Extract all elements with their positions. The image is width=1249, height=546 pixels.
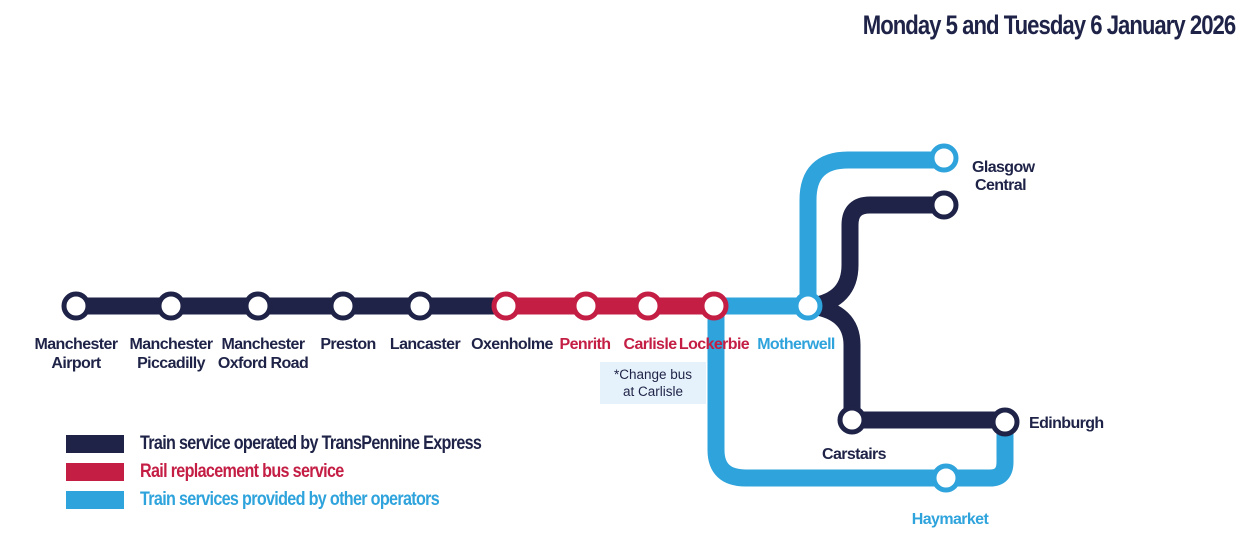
station-marker-carstairs: [837, 405, 867, 435]
station-label-edinburgh: Edinburgh: [1029, 415, 1104, 432]
station-label-oxenholme: Oxenholme: [471, 336, 553, 353]
line-other-glasgow: [799, 151, 944, 306]
legend-item-bus: Rail replacement bus service: [66, 458, 541, 486]
station-marker-lockerbie: [699, 291, 729, 321]
station-marker-manchester-airport: [61, 291, 91, 321]
legend-swatch-tpe: [66, 435, 124, 453]
legend-item-other: Train services provided by other operato…: [66, 486, 541, 514]
legend-label-tpe: Train service operated by TransPennine E…: [140, 433, 482, 454]
line-tpe-glasgow: [810, 196, 944, 315]
legend-item-tpe: Train service operated by TransPennine E…: [66, 430, 541, 458]
station-label-motherwell: Motherwell: [757, 336, 835, 353]
legend: Train service operated by TransPennine E…: [66, 430, 541, 514]
station-label-carlisle: Carlisle: [623, 336, 677, 353]
change-bus-note: *Change bus at Carlisle: [600, 362, 706, 404]
station-marker-motherwell: [793, 291, 823, 321]
station-label-penrith: Penrith: [560, 336, 611, 353]
legend-label-other: Train services provided by other operato…: [140, 489, 440, 510]
note-line-2: at Carlisle: [622, 384, 684, 399]
station-marker-glasgow-central-tpe: [929, 190, 959, 220]
station-label-lancaster: Lancaster: [390, 336, 461, 353]
station-marker-haymarket: [931, 463, 961, 493]
station-marker-manchester-piccadilly: [156, 291, 186, 321]
station-marker-preston: [328, 291, 358, 321]
station-marker-manchester-oxford-road: [243, 291, 273, 321]
note-line-1: *Change bus: [613, 367, 693, 382]
legend-swatch-bus: [66, 463, 124, 481]
station-label-preston: Preston: [320, 336, 375, 353]
station-marker-lancaster: [405, 291, 435, 321]
page-title: Monday 5 and Tuesday 6 January 2026: [862, 10, 1236, 40]
station-marker-glasgow-central-other: [929, 143, 959, 173]
station-label-lockerbie: Lockerbie: [679, 336, 750, 353]
line-tpe-carstairs: [810, 297, 1005, 429]
station-marker-penrith: [571, 291, 601, 321]
legend-swatch-other: [66, 491, 124, 509]
line-other-haymarket: [707, 306, 1014, 487]
station-marker-edinburgh: [990, 407, 1020, 437]
station-marker-carlisle: [633, 291, 663, 321]
station-label-haymarket: Haymarket: [912, 511, 990, 528]
station-marker-oxenholme: [491, 291, 521, 321]
station-label-carstairs: Carstairs: [822, 446, 887, 463]
legend-label-bus: Rail replacement bus service: [140, 461, 344, 482]
